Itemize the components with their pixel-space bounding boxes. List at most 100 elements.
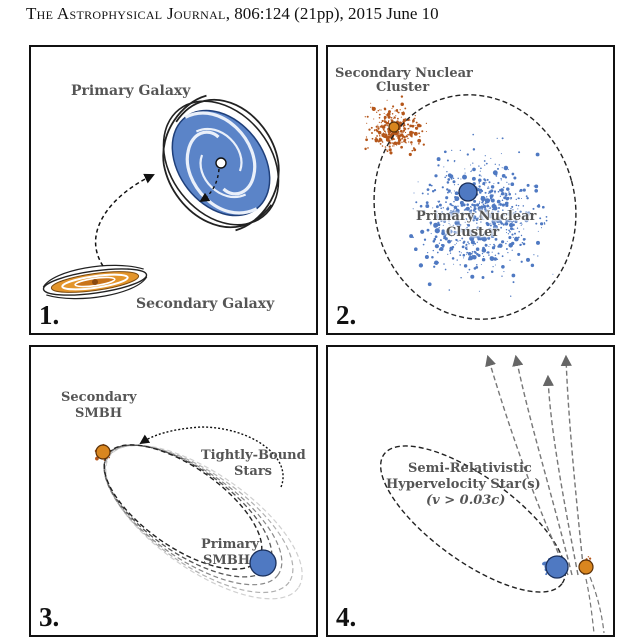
star-dot [536, 205, 539, 207]
star-dot [490, 234, 495, 239]
star-dot [467, 223, 471, 227]
star-dot [409, 131, 412, 134]
star-dot [380, 109, 382, 111]
star-dot [495, 175, 498, 177]
star-dot [406, 133, 408, 136]
star-dot [466, 218, 468, 221]
star-dot [508, 235, 512, 240]
star-dot [481, 252, 484, 255]
secondary-smbh-icon [388, 121, 400, 133]
star-dot [425, 130, 427, 133]
star-dot [458, 215, 460, 217]
star-dot [480, 175, 482, 177]
star-dot [441, 229, 445, 233]
star-dot [451, 245, 455, 249]
star-dot [433, 189, 437, 192]
star-dot [383, 107, 387, 111]
star-dot [496, 137, 498, 139]
star-dot [500, 177, 502, 180]
star-dot [459, 239, 461, 242]
star-dot [494, 163, 496, 165]
star-dot [462, 253, 466, 257]
star-dot [388, 148, 392, 152]
star-dot [536, 240, 540, 245]
star-dot [502, 175, 504, 178]
star-dot [487, 187, 489, 189]
star-dot [397, 130, 400, 133]
star-dot [483, 232, 487, 236]
star-dot [501, 167, 503, 169]
star-dot [464, 221, 466, 223]
star-dot [468, 230, 471, 232]
journal-name: The Astrophysical Journal [26, 4, 226, 23]
star-dot [480, 221, 482, 223]
star-dot [472, 162, 474, 164]
star-dot [472, 233, 477, 238]
star-dot [385, 122, 389, 125]
star-dot [422, 143, 425, 146]
star-dot [377, 109, 380, 112]
star-dot [408, 127, 410, 129]
star-dot [493, 190, 497, 193]
star-dot [481, 257, 486, 262]
star-dot [410, 133, 413, 135]
star-dot [434, 235, 438, 239]
star-dot [521, 241, 524, 244]
star-dot [466, 153, 469, 156]
star-dot [484, 213, 486, 216]
star-dot [409, 132, 411, 134]
star-dot [440, 207, 442, 210]
star-dot [517, 204, 520, 207]
star-dot [460, 178, 462, 180]
star-dot [508, 243, 513, 248]
star-dot [490, 198, 495, 203]
star-dot [514, 211, 517, 213]
star-dot [501, 199, 504, 201]
star-dot [397, 111, 400, 114]
star-dot [473, 199, 477, 203]
star-dot [498, 164, 500, 166]
star-dot [396, 109, 399, 111]
star-dot [440, 219, 443, 223]
star-dot [448, 220, 450, 222]
star-dot [522, 242, 526, 246]
star-dot [417, 181, 419, 183]
panel-hypervelocity-stars: Semi-Relativistic Hypervelocity Star(s) … [326, 345, 615, 637]
star-dot [449, 202, 452, 206]
star-dot [489, 256, 495, 261]
star-dot [376, 135, 379, 137]
star-dot [501, 275, 503, 277]
star-dot [394, 142, 397, 144]
star-dot [437, 228, 440, 230]
star-dot [492, 231, 495, 234]
star-dot [389, 151, 393, 155]
star-dot [450, 211, 453, 214]
star-dot [479, 226, 481, 229]
star-dot [512, 212, 515, 215]
star-dot [404, 107, 407, 110]
star-dot [490, 157, 492, 159]
star-dot [447, 240, 451, 243]
star-dot [455, 231, 460, 235]
star-dot [375, 125, 378, 128]
star-dot [487, 236, 491, 240]
star-dot [526, 183, 530, 187]
star-dot [510, 227, 512, 229]
star-dot [407, 137, 409, 140]
star-dot [439, 239, 442, 242]
star-dot [384, 136, 387, 139]
star-dot [386, 99, 388, 101]
star-dot [423, 212, 426, 215]
star-dot [459, 264, 461, 266]
star-dot [463, 209, 466, 211]
star-dot [473, 207, 477, 211]
star-dot [524, 211, 528, 214]
star-dot [383, 112, 385, 114]
star-dot [480, 196, 483, 198]
star-dot [500, 153, 502, 155]
star-dot [427, 193, 429, 195]
star-dot [522, 188, 526, 192]
star-dot [378, 116, 381, 119]
star-dot [498, 253, 500, 255]
star-dot [519, 190, 521, 192]
